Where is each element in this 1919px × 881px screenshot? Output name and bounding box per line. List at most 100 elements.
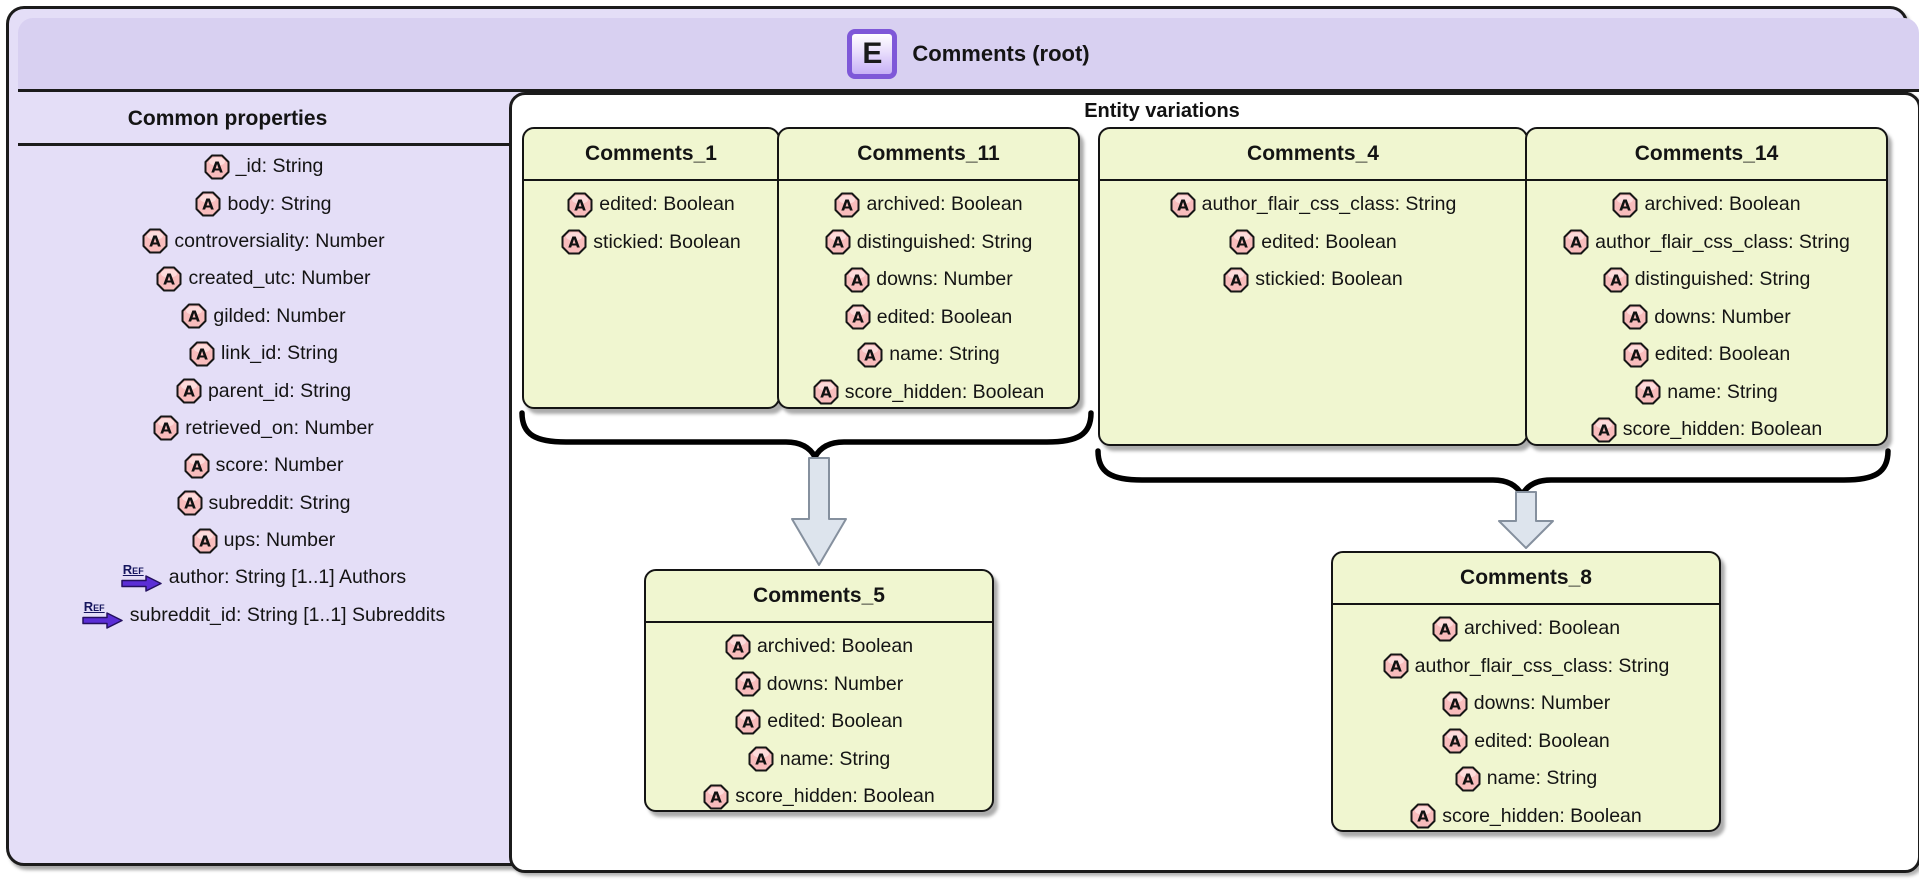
field-row[interactable]: A Ref _id: String <box>18 148 509 185</box>
entity-variation-title[interactable]: Comments_11 <box>779 129 1078 181</box>
field-row[interactable]: A Ref created_utc: Number <box>18 260 509 297</box>
attribute-icon: A <box>204 154 230 180</box>
field-row[interactable]: A Ref body: String <box>18 185 509 222</box>
attribute-icon: A <box>1455 766 1481 792</box>
attribute-icon: A <box>195 191 221 217</box>
field-row[interactable]: A author_flair_css_class: String <box>1527 224 1886 262</box>
entity-variation-box-comments-5[interactable]: Comments_5 A archived: Boolean <box>644 569 994 812</box>
merge-brace-icon <box>1095 448 1891 501</box>
entity-variation-title[interactable]: Comments_1 <box>524 129 778 181</box>
field-row[interactable]: A archived: Boolean <box>646 628 992 666</box>
field-label: downs: Number <box>766 672 904 695</box>
entity-variation-fields: A author_flair_css_class: String A <box>1100 181 1526 299</box>
entity-variation-title[interactable]: Comments_5 <box>646 571 992 623</box>
field-row[interactable]: A downs: Number <box>646 666 992 704</box>
field-row[interactable]: A downs: Number <box>1333 685 1719 723</box>
field-row[interactable]: A Ref ups: Number <box>18 522 509 559</box>
field-label: score_hidden: Boolean <box>735 785 935 808</box>
field-label: body: String <box>227 192 332 215</box>
common-properties-title: Common properties <box>127 106 328 130</box>
field-row[interactable]: A edited: Boolean <box>1527 336 1886 374</box>
field-row[interactable]: A archived: Boolean <box>1527 186 1886 224</box>
field-row[interactable]: A author_flair_css_class: String <box>1333 648 1719 686</box>
field-row[interactable]: A score_hidden: Boolean <box>1527 411 1886 449</box>
svg-text:A: A <box>568 234 580 252</box>
field-label: score_hidden: Boolean <box>1622 418 1823 441</box>
field-row[interactable]: A downs: Number <box>779 261 1078 299</box>
field-row[interactable]: A Ref parent_id: String <box>18 372 509 409</box>
entity-header[interactable]: E Comments (root) <box>18 18 1919 92</box>
field-row[interactable]: A Ref link_id: String <box>18 335 509 372</box>
field-label: edited: Boolean <box>599 193 735 216</box>
svg-text:A: A <box>1439 620 1451 638</box>
field-row[interactable]: A downs: Number <box>1527 299 1886 337</box>
attribute-icon: A <box>1170 192 1196 218</box>
svg-text:A: A <box>755 751 767 769</box>
field-row[interactable]: A archived: Boolean <box>779 186 1078 224</box>
entity-variation-box-comments-8[interactable]: Comments_8 A archived: Boolean <box>1331 551 1721 832</box>
field-row[interactable]: A edited: Boolean <box>1333 723 1719 761</box>
ref-icon: Ref <box>82 600 124 630</box>
field-row[interactable]: A Ref author: String [1..1] Authors <box>18 559 509 596</box>
field-row[interactable]: A archived: Boolean <box>1333 610 1719 648</box>
field-row[interactable]: A Ref subreddit_id: String [1..1] Subred… <box>18 597 509 634</box>
field-label: retrieved_on: Number <box>185 416 374 439</box>
attribute-icon: A <box>735 671 761 697</box>
field-row[interactable]: A score_hidden: Boolean <box>646 778 992 816</box>
entity-variation-fields: A archived: Boolean A author_fl <box>1333 605 1719 835</box>
svg-text:A: A <box>1417 808 1429 826</box>
field-row[interactable]: A stickied: Boolean <box>524 224 778 262</box>
entity-variation-box-comments-11[interactable]: Comments_11 A archived: Boolean <box>777 127 1080 409</box>
entity-variation-fields: A archived: Boolean A distingui <box>779 181 1078 411</box>
entity-variation-box-comments-4[interactable]: Comments_4 A author_flair_css_class: Str… <box>1098 127 1528 446</box>
comments-root-entity[interactable]: E Comments (root) Common properties A R <box>6 6 1919 873</box>
field-label: edited: Boolean <box>1261 230 1397 253</box>
field-label: archived: Boolean <box>1463 617 1621 640</box>
field-row[interactable]: A distinguished: String <box>779 224 1078 262</box>
attribute-icon: A <box>1623 342 1649 368</box>
svg-text:A: A <box>820 384 832 402</box>
field-row[interactable]: A distinguished: String <box>1527 261 1886 299</box>
entity-variation-box-comments-1[interactable]: Comments_1 A edited: Boolean <box>522 127 780 409</box>
attribute-icon: A <box>142 228 168 254</box>
attribute-icon: A <box>1442 728 1468 754</box>
field-row[interactable]: A Ref gilded: Number <box>18 298 509 335</box>
field-row[interactable]: A Ref controversiality: Number <box>18 223 509 260</box>
field-row[interactable]: A author_flair_css_class: String <box>1100 186 1526 224</box>
field-label: archived: Boolean <box>756 635 914 658</box>
entity-variation-box-comments-14[interactable]: Comments_14 A archived: Boolean <box>1525 127 1888 446</box>
field-row[interactable]: A edited: Boolean <box>524 186 778 224</box>
field-row[interactable]: A Ref subreddit: String <box>18 485 509 522</box>
field-row[interactable]: A Ref score: Number <box>18 447 509 484</box>
field-row[interactable]: A stickied: Boolean <box>1100 261 1526 299</box>
entity-variations-title: Entity variations <box>1084 100 1240 122</box>
field-label: score_hidden: Boolean <box>844 380 1045 403</box>
field-label: distinguished: String <box>1634 268 1811 291</box>
field-row[interactable]: A Ref retrieved_on: Number <box>18 410 509 447</box>
field-row[interactable]: A name: String <box>779 336 1078 374</box>
entity-variation-title[interactable]: Comments_8 <box>1333 553 1719 605</box>
svg-text:A: A <box>852 309 864 327</box>
attribute-icon: A <box>153 415 179 441</box>
field-label: name: String <box>779 747 891 770</box>
field-row[interactable]: A name: String <box>1527 374 1886 412</box>
entity-variation-fields: A archived: Boolean A author_fl <box>1527 181 1886 449</box>
entity-variation-fields: A archived: Boolean A downs: Nu <box>646 623 992 816</box>
attribute-icon: A <box>1229 229 1255 255</box>
field-row[interactable]: A name: String <box>1333 760 1719 798</box>
svg-text:A: A <box>1610 271 1622 289</box>
field-label: ups: Number <box>223 529 336 552</box>
field-row[interactable]: A edited: Boolean <box>1100 224 1526 262</box>
field-row[interactable]: A score_hidden: Boolean <box>779 374 1078 412</box>
field-row[interactable]: A score_hidden: Boolean <box>1333 798 1719 836</box>
entity-variation-title[interactable]: Comments_14 <box>1527 129 1886 181</box>
entity-variation-title[interactable]: Comments_4 <box>1100 129 1526 181</box>
field-row[interactable]: A name: String <box>646 741 992 779</box>
field-label: archived: Boolean <box>866 193 1023 216</box>
field-label: edited: Boolean <box>767 710 903 733</box>
field-label: author: String [1..1] Authors <box>168 566 407 589</box>
field-row[interactable]: A edited: Boolean <box>779 299 1078 337</box>
svg-text:A: A <box>864 346 876 364</box>
field-row[interactable]: A edited: Boolean <box>646 703 992 741</box>
